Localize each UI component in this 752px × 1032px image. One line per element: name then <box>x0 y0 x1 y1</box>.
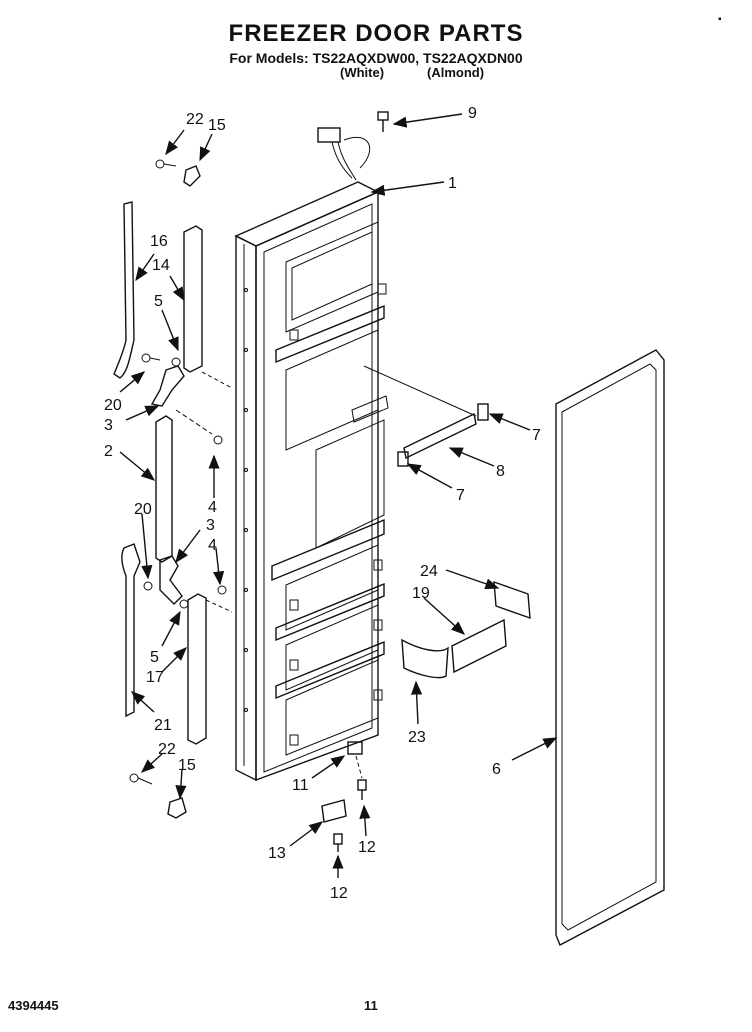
freezer-door-panel <box>234 181 380 782</box>
callout-3: 3 <box>104 417 113 434</box>
callout-14: 14 <box>152 257 170 274</box>
callout-20: 20 <box>104 397 122 414</box>
lower-trim-parts <box>121 543 233 819</box>
door-liner-shelves <box>271 221 389 756</box>
hinge-parts <box>321 741 367 852</box>
bin-parts <box>401 580 531 679</box>
color-white-label: (White) <box>340 65 385 80</box>
callout-15: 15 <box>178 757 196 774</box>
callout-4: 4 <box>208 537 217 554</box>
callout-12: 12 <box>330 885 348 902</box>
callout-20: 20 <box>134 501 152 518</box>
corner-mark: ▪ <box>718 14 722 25</box>
callout-22: 22 <box>158 741 176 758</box>
callout-6: 6 <box>492 761 501 778</box>
callout-17: 17 <box>146 669 164 686</box>
callout-15: 15 <box>208 117 226 134</box>
color-almond-label: (Almond) <box>427 65 485 80</box>
model-numbers: For Models: TS22AQXDW00, TS22AQXDN00 <box>229 50 523 66</box>
callout-13: 13 <box>268 845 286 862</box>
page-title: FREEZER DOOR PARTS <box>228 20 524 47</box>
callout-19: 19 <box>412 585 430 602</box>
callout-23: 23 <box>408 729 426 746</box>
callout-2: 2 <box>104 443 113 460</box>
callout-21: 21 <box>154 717 172 734</box>
callout-12: 12 <box>358 839 376 856</box>
callout-5: 5 <box>154 293 163 310</box>
callout-labels: 22 15 9 1 16 14 5 20 3 2 4 7 8 7 20 3 4 … <box>104 105 541 902</box>
callout-22: 22 <box>186 111 204 128</box>
door-gasket <box>555 349 665 946</box>
callout-1: 1 <box>448 175 457 192</box>
callout-3: 3 <box>206 517 215 534</box>
shelf-rail-parts <box>363 365 489 467</box>
leader-lines <box>119 113 558 878</box>
callout-24: 24 <box>420 563 438 580</box>
page-number: 11 <box>364 998 378 1013</box>
screw-9 <box>377 111 389 132</box>
callout-7: 7 <box>532 427 541 444</box>
callout-16: 16 <box>150 233 168 250</box>
wire-harness <box>317 127 371 181</box>
callout-9: 9 <box>468 105 477 122</box>
callout-11: 11 <box>292 777 309 794</box>
callout-5: 5 <box>150 649 159 666</box>
callout-8: 8 <box>496 463 505 480</box>
callout-7: 7 <box>456 487 465 504</box>
callout-4: 4 <box>208 499 217 516</box>
document-number: 4394445 <box>8 998 59 1013</box>
